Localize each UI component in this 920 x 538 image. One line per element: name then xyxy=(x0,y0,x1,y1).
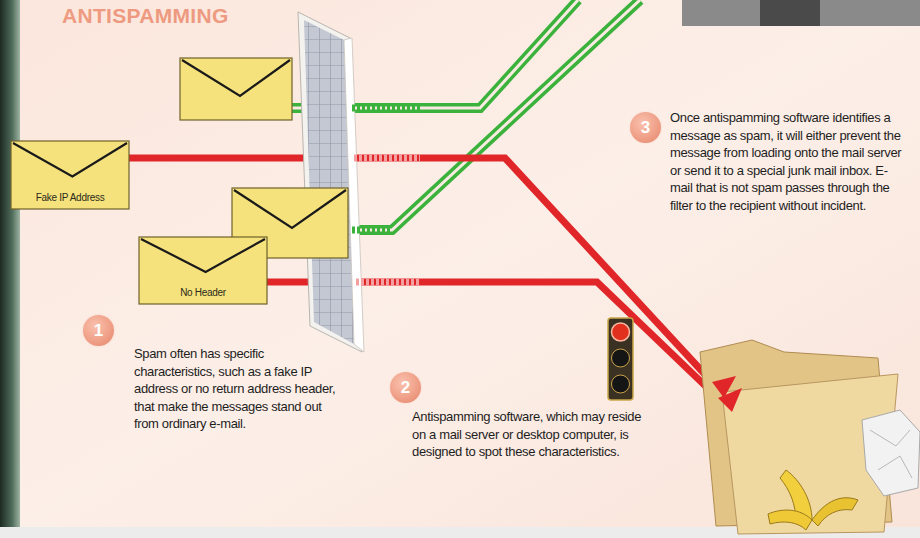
photo-edge xyxy=(0,0,20,538)
traffic-light xyxy=(608,318,633,400)
arrow-head xyxy=(712,376,736,398)
traffic-light-housing xyxy=(608,318,633,400)
spam-envelope: No Header xyxy=(138,236,268,305)
banana-peel xyxy=(768,470,858,530)
callout-number: 2 xyxy=(401,378,410,398)
callout-number: 3 xyxy=(630,112,661,143)
pass-line-gap xyxy=(345,0,640,230)
lamp xyxy=(612,375,630,393)
callout-number: 1 xyxy=(94,321,103,341)
envelope-flap xyxy=(182,60,290,96)
title: ANTISPAMMING xyxy=(62,4,229,28)
photo-edge xyxy=(760,0,820,26)
envelope-flap xyxy=(141,239,265,272)
envelope-label: Fake IP Address xyxy=(10,192,130,203)
lamp xyxy=(612,349,630,367)
callout-number: 1 xyxy=(83,315,114,346)
spam-envelope: Fake IP Address xyxy=(10,140,130,210)
pass-line-dash xyxy=(352,105,420,112)
crumpled-paper xyxy=(862,410,920,496)
envelope-body xyxy=(180,58,292,120)
envelope xyxy=(180,58,292,120)
explanation-text: Spam often has specific characteristics,… xyxy=(134,345,340,433)
envelope-flap xyxy=(234,190,346,228)
explanation-text: Once antispamming software identifies a … xyxy=(670,109,910,215)
pass-line xyxy=(345,0,640,230)
explanation-text: Antispamming software, which may reside … xyxy=(412,408,650,461)
envelope-flap xyxy=(13,143,127,176)
envelope-body xyxy=(11,141,129,209)
envelope-label: No Header xyxy=(138,287,268,298)
pass-line-dash xyxy=(352,227,392,234)
envelope-body xyxy=(139,237,267,304)
callout-number: 2 xyxy=(390,372,421,403)
photo-edge xyxy=(682,0,920,26)
red-lamp xyxy=(612,323,630,341)
peel-strip xyxy=(768,510,812,530)
callout-number: 3 xyxy=(641,118,650,138)
spam-line-dash xyxy=(356,279,420,286)
peel-strip xyxy=(812,498,858,526)
spam-line-dash xyxy=(354,155,420,162)
paper-crease xyxy=(870,430,912,478)
